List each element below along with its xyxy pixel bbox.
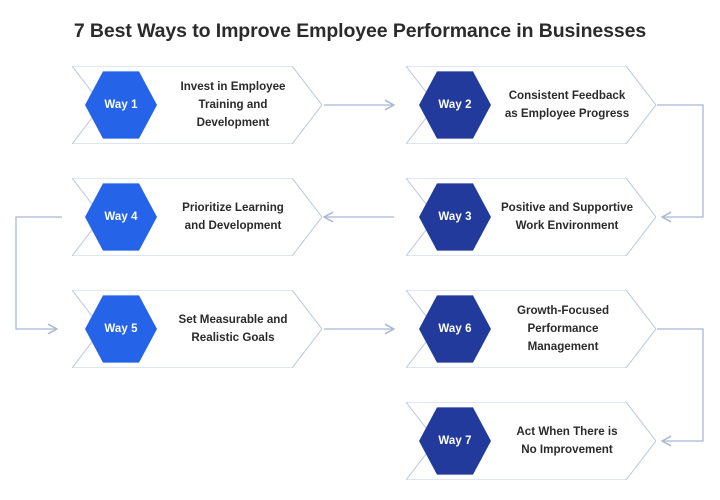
step-text-way-5: Set Measurable and Realistic Goals (162, 290, 304, 368)
step-text-line2: as Employee Progress (504, 107, 630, 120)
step-text-line2: and Development (184, 219, 282, 232)
step-text-line2: Training and Development (196, 98, 270, 129)
step-badge-way-6: Way 6 (419, 295, 491, 363)
step-text-line1: Act When There is (516, 425, 618, 439)
step-text-line1: Invest in Employee (180, 80, 286, 94)
step-badge-label: Way 4 (104, 211, 138, 223)
step-text-line1: Positive and Supportive (500, 201, 634, 215)
step-text-line2: Work Environment (515, 219, 619, 232)
step-text-way-7: Act When There is No Improvement (496, 402, 638, 480)
step-text-line2: No Improvement (521, 443, 613, 456)
step-text-line1: Growth-Focused (516, 304, 610, 318)
step-badge-label: Way 6 (438, 323, 472, 335)
page-title: 7 Best Ways to Improve Employee Performa… (73, 20, 647, 42)
step-text-way-6: Growth-Focused Performance Management (492, 290, 634, 368)
connector-way4-to-way5 (15, 216, 62, 335)
step-text-line2: Performance Management (527, 322, 599, 353)
step-text-line2: Realistic Goals (191, 331, 275, 344)
step-badge-way-3: Way 3 (419, 183, 491, 251)
step-text-line1: Consistent Feedback (508, 89, 626, 103)
step-badge-label: Way 7 (438, 435, 472, 447)
step-badge-label: Way 2 (438, 99, 472, 111)
connector-way6-to-way7 (657, 328, 704, 447)
step-badge-way-5: Way 5 (85, 295, 157, 363)
step-badge-label: Way 3 (438, 211, 472, 223)
step-text-way-2: Consistent Feedback as Employee Progress (496, 66, 638, 144)
step-badge-way-7: Way 7 (419, 407, 491, 475)
step-badge-way-4: Way 4 (85, 183, 157, 251)
step-text-way-1: Invest in Employee Training and Developm… (162, 66, 304, 144)
step-text-line1: Prioritize Learning (182, 201, 284, 215)
step-badge-label: Way 1 (104, 99, 138, 111)
connector-way2-to-way3 (657, 104, 704, 223)
step-text-way-4: Prioritize Learning and Development (162, 178, 304, 256)
step-text-line1: Set Measurable and (178, 313, 288, 327)
step-badge-label: Way 5 (104, 323, 138, 335)
step-text-way-3: Positive and Supportive Work Environment (496, 178, 638, 256)
